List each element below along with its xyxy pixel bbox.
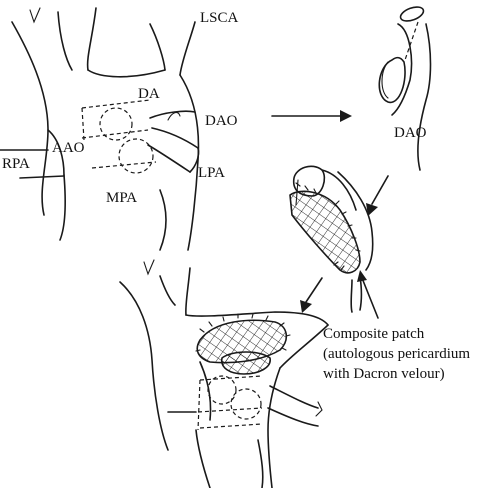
arrow-patch-pointer <box>357 270 379 319</box>
panel-native-anatomy <box>0 7 200 251</box>
panel-excised-aorta <box>378 6 432 171</box>
panel-repaired-anatomy <box>119 259 329 489</box>
caption-line-1: Composite patch <box>323 326 425 342</box>
label-da: DA <box>138 86 160 102</box>
label-dao-top: DAO <box>205 113 238 129</box>
arrow-down-left-2 <box>300 277 323 313</box>
label-lsca: LSCA <box>200 10 239 26</box>
arrow-down-left-1 <box>366 175 389 216</box>
panel-composite-patch <box>289 165 374 313</box>
arrow-right <box>271 110 352 122</box>
caption-line-2: (autologous pericardium <box>323 346 470 362</box>
label-rpa: RPA <box>2 156 30 172</box>
label-lpa: LPA <box>198 165 225 181</box>
label-aao: AAO <box>52 140 85 156</box>
label-dao-right: DAO <box>394 125 427 141</box>
caption-line-3: with Dacron velour) <box>323 366 445 382</box>
label-mpa: MPA <box>106 190 137 206</box>
